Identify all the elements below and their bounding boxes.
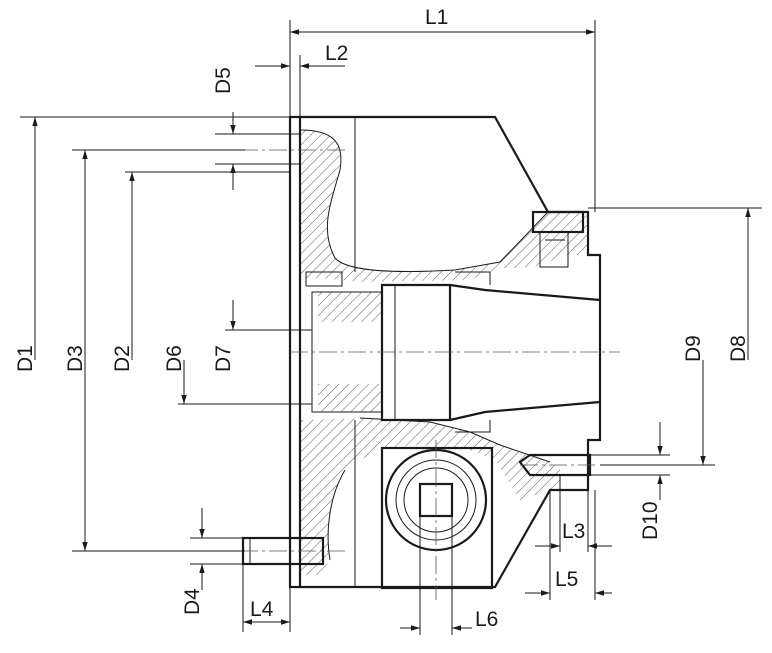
front-screw: [289, 133, 343, 287]
label-L5: L5: [555, 568, 578, 591]
central-piston: [311, 271, 601, 433]
upper-section-hatch: [299, 129, 588, 282]
label-D10: D10: [639, 501, 662, 540]
label-D8: D8: [727, 335, 750, 362]
label-L1: L1: [425, 6, 448, 29]
dimension-labels: L1 L2 L3 L4 L5 L6 D1 D3 D2 D6 D7 D5 D4 D…: [14, 6, 750, 631]
label-D7: D7: [212, 345, 235, 372]
label-D9: D9: [682, 335, 705, 362]
label-L6: L6: [475, 608, 498, 631]
label-L3: L3: [562, 520, 585, 543]
top-bolt: [531, 210, 585, 268]
center-lines: [240, 149, 620, 600]
lower-section-hatch: [300, 417, 560, 575]
label-D3: D3: [64, 345, 87, 372]
label-D5: D5: [212, 67, 235, 94]
label-L2: L2: [325, 42, 348, 65]
label-D2: D2: [111, 345, 134, 372]
wrench-socket: [380, 446, 494, 590]
label-D1: D1: [14, 345, 37, 372]
label-D6: D6: [163, 345, 186, 372]
label-D4: D4: [181, 588, 204, 615]
dimension-lines: [20, 20, 762, 635]
label-L4: L4: [250, 598, 274, 621]
